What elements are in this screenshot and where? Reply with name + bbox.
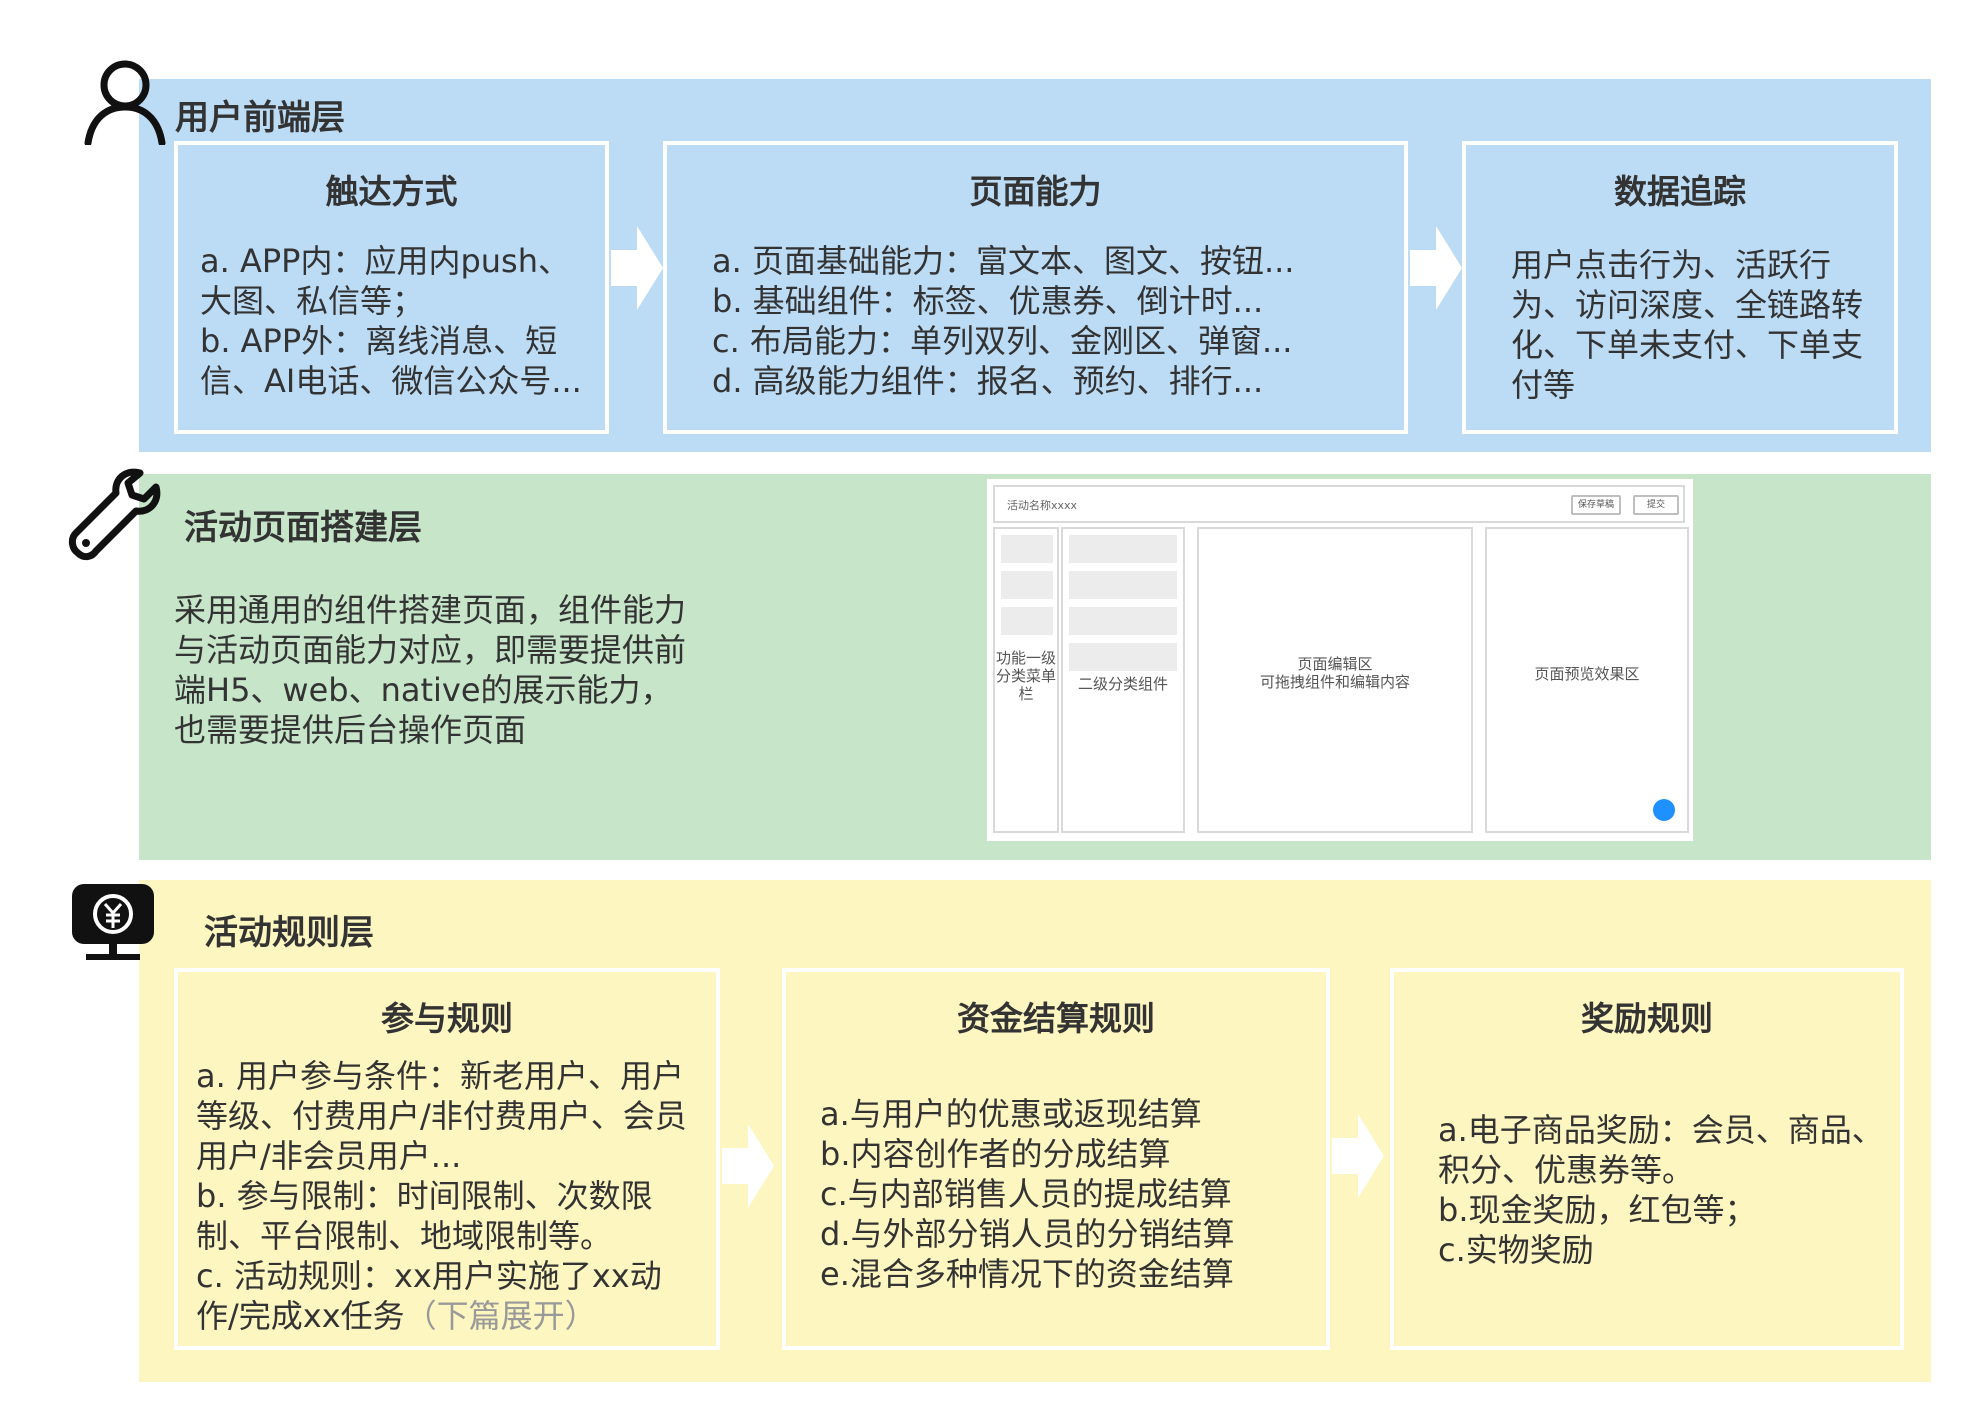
box-line: a.电子商品奖励：会员、商品、 — [1438, 1111, 1884, 1149]
box-line: a. APP内：应用内push、 — [200, 242, 570, 280]
box-line: d. 高级能力组件：报名、预约、排行... — [712, 362, 1264, 400]
mockup-activity-name: 活动名称xxxx — [1007, 499, 1078, 512]
mockup-preview-label: 页面预览效果区 — [1534, 665, 1640, 683]
rules-layer — [139, 880, 1931, 1382]
mockup-search-fab-icon — [1653, 799, 1675, 821]
box-line: 用户点击行为、活跃行 — [1511, 246, 1832, 284]
mockup-top-bar: 活动名称xxxx 保存草稿 提交 — [993, 485, 1685, 523]
arrow-right-icon — [1410, 226, 1462, 310]
arrow-right-icon — [722, 1124, 774, 1208]
mockup-edit-label: 可拖拽组件和编辑内容 — [1259, 673, 1410, 691]
box-line: b. 基础组件：标签、优惠券、倒计时... — [712, 282, 1264, 320]
box-line: b.现金奖励，红包等； — [1438, 1191, 1757, 1229]
mockup-menu-label: 功能一级 — [995, 649, 1056, 667]
box-line: a. 页面基础能力：富文本、图文、按钮... — [712, 242, 1295, 280]
box-line: b. APP外：离线消息、短 — [200, 322, 558, 360]
box-line: d.与外部分销人员的分销结算 — [820, 1215, 1235, 1253]
box-title: 资金结算规则 — [957, 999, 1155, 1038]
reach-method-box: 触达方式 a. APP内：应用内push、 大图、私信等； b. APP外：离线… — [174, 141, 609, 434]
box-line: c.实物奖励 — [1438, 1231, 1594, 1269]
builder-description-line: 与活动页面能力对应，即需要提供前 — [174, 631, 687, 669]
box-line: 信、AI电话、微信公众号... — [200, 362, 582, 400]
builder-description-line: 采用通用的组件搭建页面，组件能力 — [174, 591, 687, 629]
box-line: c. 活动规则：xx用户实施了xx动 — [196, 1257, 662, 1295]
mockup-edit-column: 页面编辑区 可拖拽组件和编辑内容 — [1197, 527, 1473, 833]
box-line: a. 用户参与条件：新老用户、用户 — [196, 1057, 684, 1095]
box-title: 奖励规则 — [1581, 999, 1713, 1038]
box-line: e.混合多种情况下的资金结算 — [820, 1255, 1234, 1293]
mockup-submit-button: 提交 — [1633, 495, 1679, 515]
mockup-menu-label: 栏 — [1018, 685, 1034, 703]
participation-rules-box: 参与规则 a. 用户参与条件：新老用户、用户 等级、付费用户/非付费用户、会员 … — [174, 968, 720, 1350]
mockup-menu-column: 功能一级 分类菜单 栏 — [993, 527, 1059, 833]
arrow-right-icon — [611, 226, 663, 310]
wrench-icon — [68, 468, 161, 561]
mockup-preview-column: 页面预览效果区 — [1485, 527, 1689, 833]
box-title: 触达方式 — [325, 172, 458, 211]
fund-settlement-rules-box: 资金结算规则 a.与用户的优惠或返现结算 b.内容创作者的分成结算 c.与内部销… — [782, 968, 1330, 1350]
mockup-menu-label: 分类菜单 — [995, 667, 1056, 685]
box-line: a.与用户的优惠或返现结算 — [820, 1095, 1202, 1133]
box-line: b. 参与限制：时间限制、次数限 — [196, 1177, 653, 1215]
box-line: c. 布局能力：单列双列、金刚区、弹窗... — [712, 322, 1293, 360]
mockup-subcategory-label: 二级分类组件 — [1077, 675, 1168, 693]
box-title: 页面能力 — [969, 172, 1102, 211]
builder-mockup-screenshot: 活动名称xxxx 保存草稿 提交 功能一级 分类菜单 栏 二级分类组件 页面编辑… — [987, 479, 1693, 841]
rules-layer-title: 活动规则层 — [204, 913, 374, 953]
builder-description-line: 端H5、web、native的展示能力， — [174, 671, 673, 709]
data-tracking-box: 数据追踪 用户点击行为、活跃行 为、访问深度、全链路转 化、下单未支付、下单支 … — [1462, 141, 1898, 434]
box-title: 数据追踪 — [1614, 172, 1746, 211]
box-line: 积分、优惠券等。 — [1438, 1151, 1695, 1189]
user-icon — [84, 60, 166, 145]
frontend-layer-title: 用户前端层 — [175, 98, 345, 138]
box-line: b.内容创作者的分成结算 — [820, 1135, 1171, 1173]
mockup-subcategory-column: 二级分类组件 — [1061, 527, 1185, 833]
mockup-save-draft-button: 保存草稿 — [1571, 495, 1621, 515]
box-line: 作/完成xx任务（下篇展开） — [196, 1296, 687, 1336]
page-capability-box: 页面能力 a. 页面基础能力：富文本、图文、按钮... b. 基础组件：标签、优… — [663, 141, 1408, 434]
yuan-monitor-icon — [72, 884, 154, 960]
box-line: c.与内部销售人员的提成结算 — [820, 1175, 1232, 1213]
next-part-note: （下篇展开） — [404, 1297, 597, 1335]
box-line-text: 作/完成xx任务 — [196, 1297, 405, 1335]
box-line: 等级、付费用户/非付费用户、会员 — [196, 1097, 687, 1135]
reward-rules-box: 奖励规则 a.电子商品奖励：会员、商品、 积分、优惠券等。 b.现金奖励，红包等… — [1390, 968, 1904, 1350]
box-line: 用户/非会员用户... — [196, 1137, 462, 1175]
box-line: 为、访问深度、全链路转 — [1511, 286, 1864, 324]
box-line: 付等 — [1511, 366, 1576, 404]
box-line: 制、平台限制、地域限制等。 — [196, 1217, 613, 1255]
arrow-right-icon — [1332, 1114, 1384, 1198]
mockup-edit-label: 页面编辑区 — [1297, 655, 1373, 673]
builder-description-line: 也需要提供后台操作页面 — [174, 711, 527, 749]
builder-layer-title: 活动页面搭建层 — [184, 508, 422, 548]
box-title: 参与规则 — [381, 999, 513, 1038]
box-line: 化、下单未支付、下单支 — [1511, 326, 1864, 364]
box-line: 大图、私信等； — [200, 282, 425, 320]
